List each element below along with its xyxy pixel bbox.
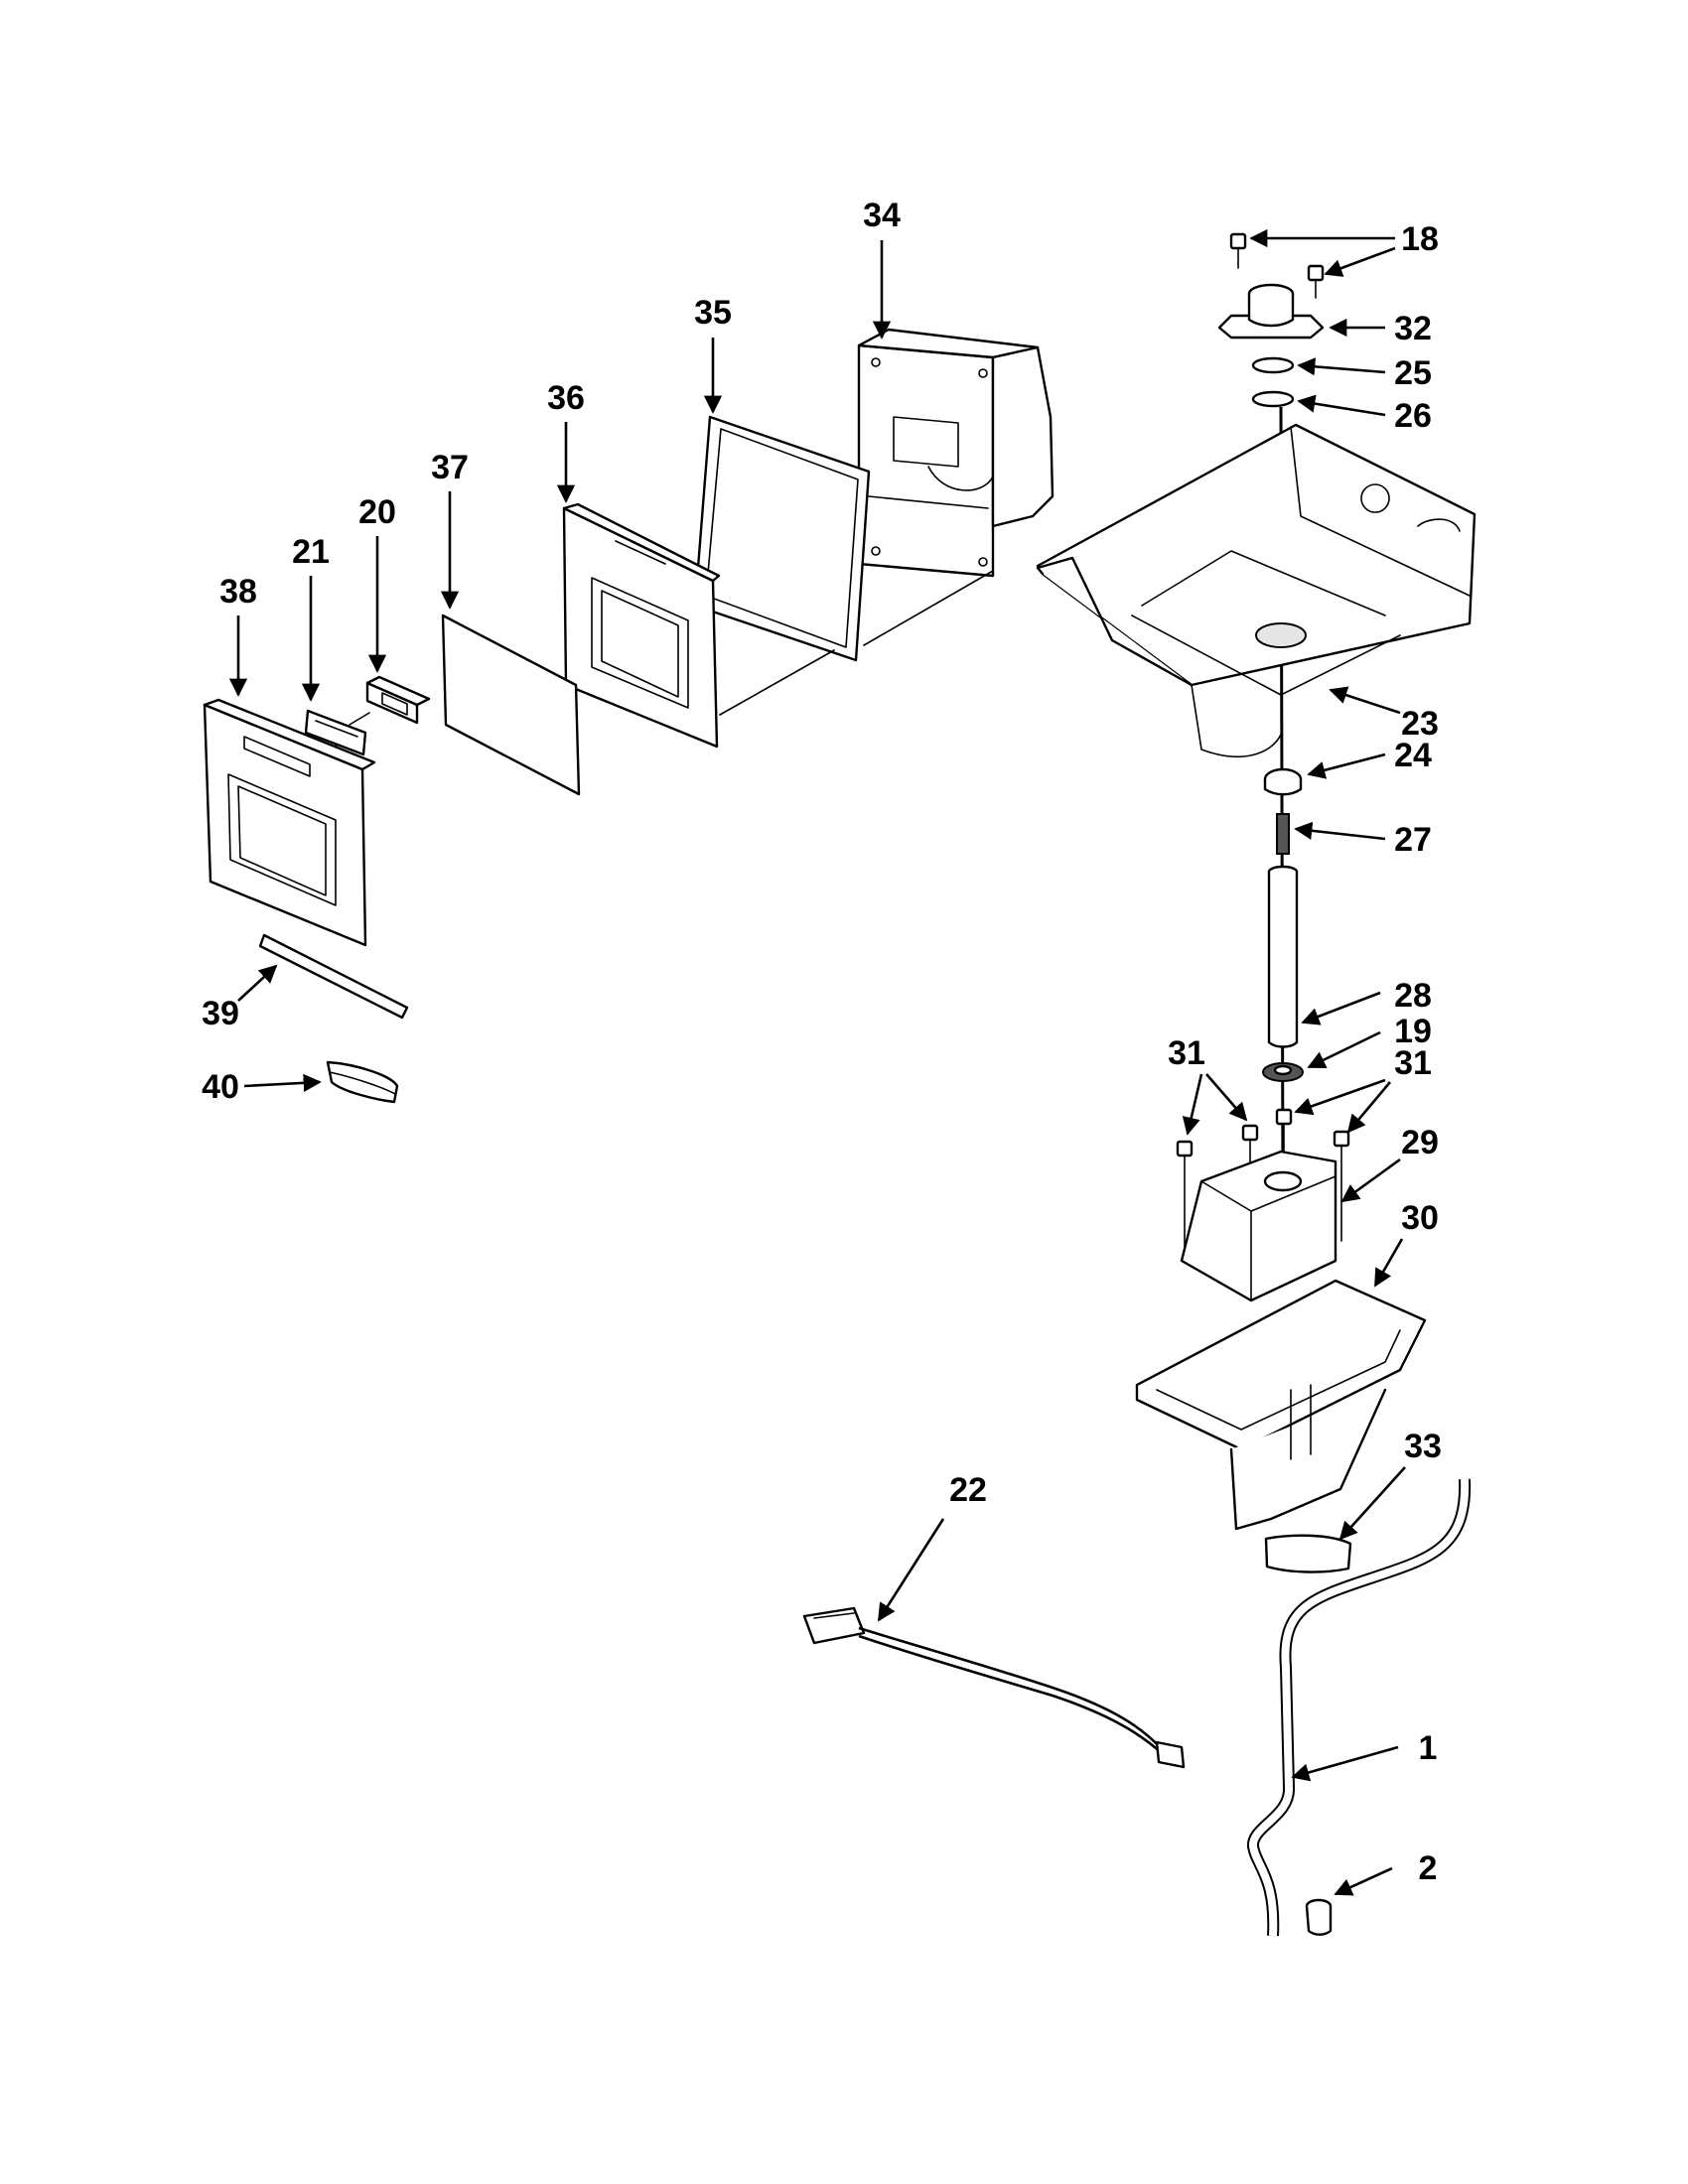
callout-28: 28	[1394, 977, 1432, 1015]
callout-27: 27	[1394, 821, 1432, 859]
part-19-bushing	[1262, 1062, 1304, 1082]
part-37-insulation	[441, 614, 581, 796]
part-27-spring	[1276, 813, 1290, 855]
part-20-switch-bracket	[365, 675, 431, 725]
callout-31-left: 31	[1168, 1034, 1205, 1072]
part-30-motor-housing	[1135, 1279, 1427, 1531]
callout-18: 18	[1401, 220, 1439, 258]
callout-38: 38	[219, 573, 257, 611]
callout-23: 23	[1401, 705, 1439, 743]
callout-32: 32	[1394, 310, 1432, 347]
callout-25: 25	[1394, 354, 1432, 392]
part-18-screws	[1229, 232, 1325, 299]
part-2-fitting	[1305, 1898, 1333, 1936]
callout-29: 29	[1401, 1124, 1439, 1161]
part-39-trim-strip	[258, 933, 409, 1020]
part-21-dispenser-lever	[304, 709, 367, 756]
callout-labels: 34 35 36 37 20 21 38 39 40 18 32 25 26 2…	[202, 197, 1442, 1887]
part-24-coupler	[1263, 767, 1303, 796]
part-40-paddle	[326, 1060, 399, 1104]
part-34-chute-housing	[857, 328, 1055, 578]
part-32-bearing-mount	[1217, 283, 1325, 340]
callout-34: 34	[863, 197, 901, 234]
part-29-auger-motor	[1180, 1150, 1337, 1302]
callout-36: 36	[547, 379, 585, 417]
callout-24: 24	[1394, 737, 1432, 774]
callout-30: 30	[1401, 1199, 1439, 1237]
part-23-ice-tray	[1036, 423, 1477, 757]
callout-2: 2	[1419, 1849, 1438, 1887]
callout-31-right: 31	[1394, 1044, 1432, 1082]
callout-20: 20	[358, 493, 396, 531]
part-38-front-cover	[203, 698, 376, 947]
callout-39: 39	[202, 995, 239, 1032]
callout-19: 19	[1394, 1013, 1432, 1050]
part-33-clip	[1264, 1534, 1352, 1573]
callout-40: 40	[202, 1068, 239, 1106]
part-35-gasket	[693, 415, 871, 662]
callout-21: 21	[292, 533, 330, 571]
callout-26: 26	[1394, 397, 1432, 435]
part-25-washer	[1251, 356, 1295, 374]
part-26-washer	[1251, 390, 1295, 408]
leader-arrows	[228, 228, 1406, 1896]
part-28-auger-tube	[1267, 865, 1299, 1048]
callout-1: 1	[1419, 1729, 1438, 1767]
part-1-water-tube	[1247, 1478, 1472, 1937]
callout-33: 33	[1404, 1428, 1442, 1465]
callout-35: 35	[694, 294, 732, 332]
callout-22: 22	[949, 1471, 987, 1509]
part-22-wire-harness	[802, 1606, 1186, 1769]
part-36-door-panel	[562, 502, 721, 749]
callout-37: 37	[431, 449, 469, 486]
